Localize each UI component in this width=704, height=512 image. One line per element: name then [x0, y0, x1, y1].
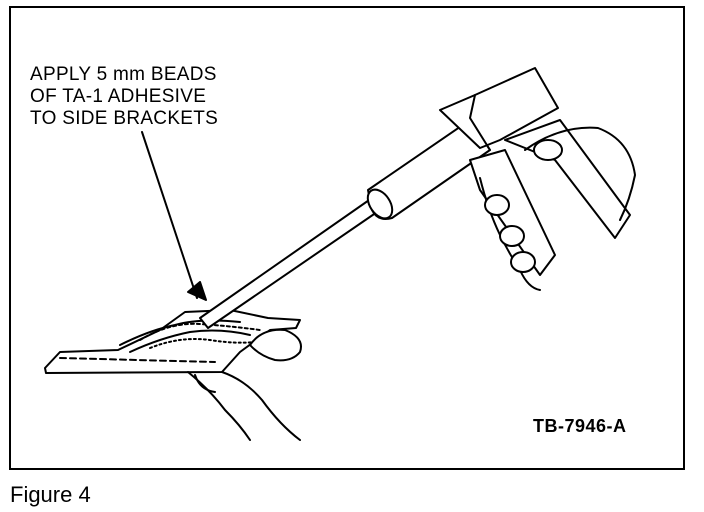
- upper-hand: [479, 126, 636, 291]
- gun-body: [439, 67, 631, 276]
- figure-caption: Figure 4: [10, 482, 91, 507]
- figure-frame: [9, 6, 685, 470]
- nozzle: [199, 197, 381, 329]
- reference-code: TB-7946-A: [533, 416, 627, 436]
- callout-line-2: OF TA-1 ADHESIVE: [30, 86, 207, 107]
- side-bracket: [44, 309, 301, 374]
- leader-arrow: [141, 131, 207, 301]
- callout-line-3: TO SIDE BRACKETS: [30, 108, 219, 129]
- cartridge-tube: [366, 119, 491, 220]
- lower-hand: [187, 328, 302, 441]
- adhesive-callout: APPLY 5 mm BEADS OF TA-1 ADHESIVE TO SID…: [30, 64, 218, 130]
- callout-line-1: APPLY 5 mm BEADS: [30, 64, 217, 85]
